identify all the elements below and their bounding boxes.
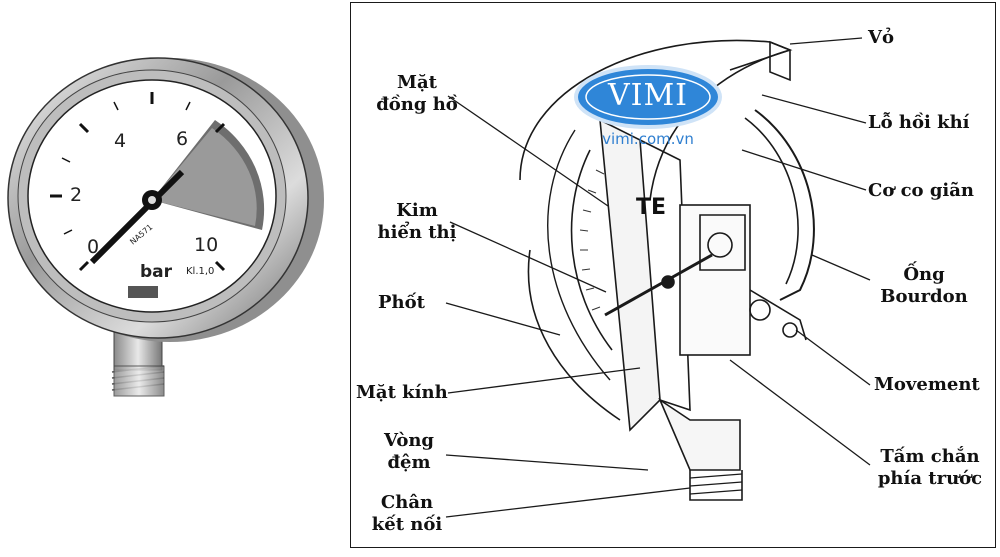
leader-gasket — [445, 454, 649, 471]
label-front-plate-line1: Tấm chắn — [880, 446, 980, 467]
leader-cover — [789, 37, 863, 45]
label-pointer-line2: hiển thị — [377, 222, 457, 243]
label-seal: Phốt — [378, 292, 425, 313]
leader-spring — [741, 149, 867, 191]
label-connection-line2: kết nối — [371, 514, 443, 535]
movement-block — [679, 204, 751, 356]
leader-connection — [445, 487, 691, 518]
brand-website[interactable]: vimi.com.vn — [602, 130, 694, 148]
label-movement-spring: Cơ co giãn — [868, 180, 975, 201]
label-bourdon-line1: Ống — [903, 264, 945, 285]
leader-bourdon — [811, 254, 871, 281]
gauge-class: Kl.1,0 — [186, 266, 215, 277]
label-connection-line1: Chân — [380, 492, 434, 513]
leader-dial — [447, 95, 609, 207]
label-window: Mặt kính — [356, 382, 448, 403]
label-gasket: Vòng đệm — [370, 430, 448, 474]
gauge-illustration — [7, 57, 324, 397]
label-dial-line1: Mặt — [397, 72, 437, 93]
window-outline — [599, 118, 661, 432]
scale-number-10: 10 — [194, 234, 219, 256]
label-bourdon: Ống Bourdon — [868, 264, 980, 308]
label-front-plate: Tấm chắn phía trước — [868, 446, 992, 490]
label-cover: Vỏ — [868, 27, 894, 48]
label-gasket-line1: Vòng — [384, 430, 434, 451]
label-movement: Movement — [874, 374, 980, 395]
scale-number-6: 6 — [176, 128, 189, 150]
scale-number-0: 0 — [87, 236, 100, 258]
diagram-frame — [350, 2, 996, 548]
leader-breather — [761, 94, 867, 124]
svg-text:TE: TE — [636, 195, 666, 220]
leader-seal — [445, 302, 561, 336]
label-dial-line2: đồng hồ — [376, 94, 458, 115]
label-dial: Mặt đồng hồ — [372, 72, 462, 116]
leader-window — [447, 367, 641, 394]
leader-movement — [795, 329, 871, 386]
scale-number-2: 2 — [70, 184, 83, 206]
label-front-plate-line2: phía trước — [877, 468, 983, 489]
label-breather: Lỗ hồi khí — [868, 112, 970, 133]
dial-outline — [547, 129, 611, 381]
pointer-line — [604, 253, 713, 317]
leader-pointer — [449, 221, 607, 293]
label-connection: Chân kết nối — [362, 492, 452, 536]
gauge-photo: 0 2 4 6 10 bar Kl.1,0 NA571 — [0, 0, 345, 553]
gauge-unit: bar — [140, 262, 173, 282]
label-gasket-line2: đệm — [387, 452, 431, 473]
label-pointer-line1: Kim — [396, 200, 438, 221]
label-pointer: Kim hiển thị — [372, 200, 462, 244]
leader-front-plate — [729, 359, 871, 466]
bourdon-tube-outline — [754, 109, 815, 301]
scale-number-4: 4 — [114, 130, 127, 152]
label-bourdon-line2: Bourdon — [880, 286, 968, 307]
brand-logo: VIMI — [607, 78, 689, 113]
logo-oval — [574, 65, 722, 129]
